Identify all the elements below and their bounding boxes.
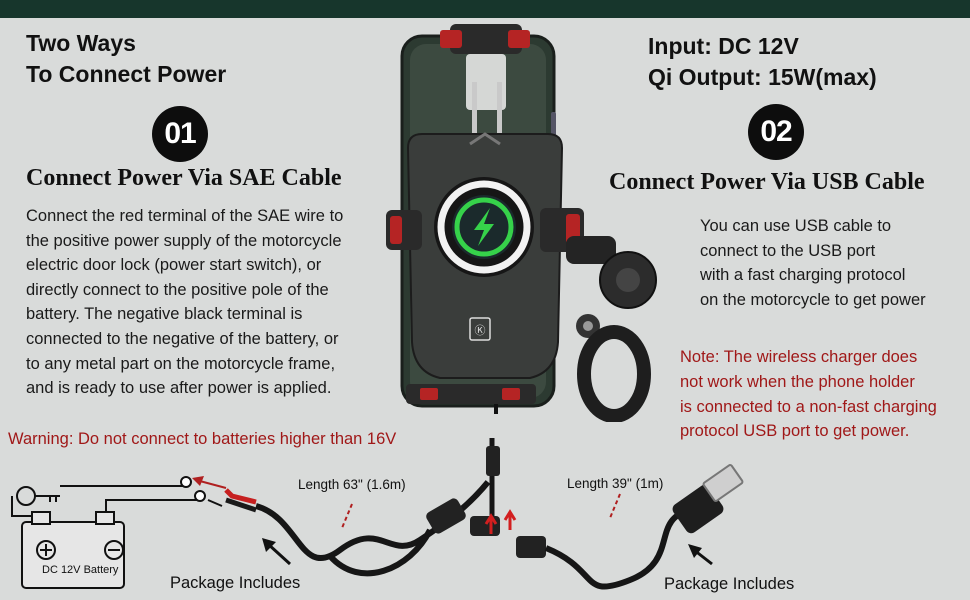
- sae-line: connected to the negative of the battery…: [26, 329, 339, 348]
- sae-plug: [470, 516, 500, 536]
- sae-length-label: Length 63" (1.6m): [298, 477, 406, 492]
- usb-plug-body: [672, 484, 724, 534]
- usb-line: on the motorcycle to get power: [700, 290, 926, 309]
- usb-instructions: You can use USB cable to connect to the …: [700, 214, 960, 312]
- ignition-key-icon: [16, 486, 36, 506]
- sae-line: and is ready to use after power is appli…: [26, 379, 332, 398]
- usb-length-label: Length 39" (1m): [567, 476, 664, 491]
- up-arrow-icon: [484, 513, 498, 534]
- red-ring-terminal: [224, 488, 257, 505]
- package-includes-left: Package Includes: [170, 574, 301, 592]
- usb-plug-icon: [702, 464, 744, 502]
- voltage-warning: Warning: Do not connect to batteries hig…: [8, 430, 397, 448]
- note-line: is connected to a non-fast charging: [680, 397, 937, 416]
- length-pointer: [341, 503, 353, 529]
- usb-sae-connector: [516, 536, 546, 558]
- sae-heading: Connect Power Via SAE Cable: [26, 165, 342, 191]
- left-title: Two Ways To Connect Power: [26, 28, 226, 90]
- phone-holder-illustration: Ⓚ: [386, 24, 657, 422]
- lightning-icon: [474, 208, 494, 246]
- sae-instructions: Connect the red terminal of the SAE wire…: [26, 204, 378, 401]
- spec-title: Input: DC 12V Qi Output: 15W(max): [648, 31, 877, 93]
- sae-line: battery. The negative black terminal is: [26, 305, 303, 324]
- battery-icon: [21, 521, 125, 589]
- usb-note: Note: The wireless charger does not work…: [680, 345, 965, 444]
- input-spec: Input: DC 12V: [648, 33, 799, 59]
- note-line: protocol USB port to get power.: [680, 422, 910, 441]
- sae-line: the positive power supply of the motorcy…: [26, 231, 342, 250]
- brand-logo-icon: [469, 317, 491, 341]
- left-title-line1: Two Ways: [26, 30, 136, 56]
- up-arrow-icon: [503, 509, 517, 530]
- usb-cable: [544, 507, 691, 590]
- sae-connector: [426, 498, 466, 534]
- length-pointer: [609, 493, 621, 519]
- battery-label: DC 12V Battery: [42, 564, 119, 576]
- cable-diagram: [11, 438, 744, 590]
- sae-line: Connect the red terminal of the SAE wire…: [26, 207, 344, 225]
- handlebar-clamp: [577, 325, 651, 422]
- negative-terminal-icon: [104, 540, 124, 560]
- left-title-line2: To Connect Power: [26, 61, 227, 87]
- top-clamp: [450, 24, 522, 54]
- usb-line: connect to the USB port: [700, 241, 876, 260]
- sae-line: directly connect to the positive pole of…: [26, 280, 329, 299]
- sae-line: electric door lock (power start switch),…: [26, 256, 322, 275]
- output-spec: Qi Output: 15W(max): [648, 64, 877, 90]
- top-bar: [0, 0, 970, 18]
- positive-terminal-icon: [36, 540, 56, 560]
- usb-line: You can use USB cable to: [700, 217, 892, 235]
- sae-line: to any metal part on the motorcycle fram…: [26, 354, 336, 373]
- usb-line: with a fast charging protocol: [700, 266, 906, 285]
- step-badge-01: 01: [152, 106, 208, 162]
- usb-heading: Connect Power Via USB Cable: [609, 169, 925, 195]
- svg-text:Ⓚ: Ⓚ: [475, 324, 486, 337]
- mount-arm: [566, 236, 616, 264]
- note-line: Note: The wireless charger does: [680, 348, 918, 366]
- step-badge-02: 02: [748, 104, 804, 160]
- package-includes-right: Package Includes: [664, 575, 795, 593]
- note-line: not work when the phone holder: [680, 372, 915, 391]
